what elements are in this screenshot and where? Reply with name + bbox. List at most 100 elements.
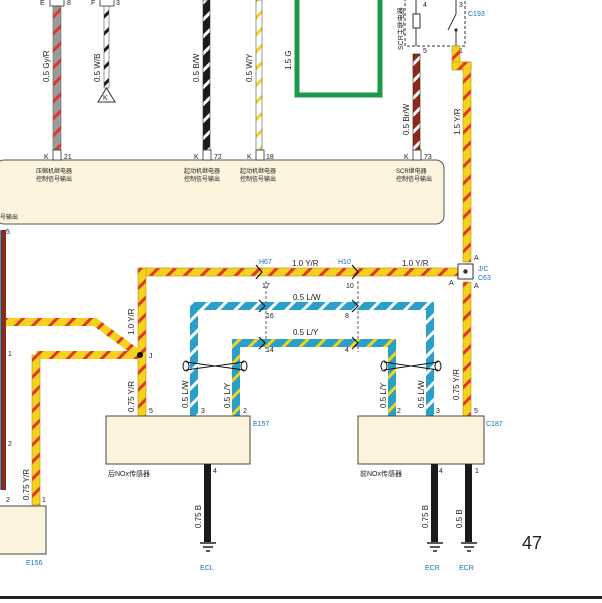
wire-b-w bbox=[202, 0, 211, 151]
twisted-pair-rear-icon bbox=[182, 360, 248, 372]
svg-text:K: K bbox=[247, 154, 252, 161]
ecu-out1-line2: 控制信号输出 bbox=[36, 175, 72, 183]
pin-box-e bbox=[49, 0, 65, 7]
ecu-left-output: 号输出 bbox=[0, 213, 18, 221]
front-sensor-name: 前NOx传感器 bbox=[360, 469, 402, 478]
wire-l-w-loop bbox=[190, 302, 434, 416]
svg-text:5: 5 bbox=[149, 408, 153, 415]
wire-label-y-r-075-left: 0.75 Y/R bbox=[22, 469, 31, 500]
wire-label-b-w: 0.5 B/W bbox=[192, 53, 201, 82]
pin-14-label: 14 bbox=[266, 347, 274, 354]
wire-label-w-b: 0.5 W/B bbox=[93, 54, 102, 82]
wire-label-y-r-10-a: 1.0 Y/R bbox=[292, 259, 319, 268]
svg-text:A: A bbox=[449, 280, 454, 287]
scr-relay-connector: C193 bbox=[468, 11, 485, 18]
ground-label-ecr-1: ECR bbox=[425, 565, 440, 572]
svg-text:K: K bbox=[194, 154, 199, 161]
svg-text:3: 3 bbox=[436, 408, 440, 415]
chevron-4 bbox=[351, 336, 359, 350]
splice-j-dot bbox=[137, 352, 143, 358]
wire-black-front-2 bbox=[465, 464, 472, 542]
rear-sensor-connector: E157 bbox=[253, 421, 269, 428]
ecu-out2-line1: 起动机继电器 bbox=[184, 167, 220, 175]
wire-label-y-r-10-c: 1.0 Y/R bbox=[127, 308, 136, 335]
wire-label-l-w: 0.5 L/W bbox=[293, 293, 321, 302]
ecu-out1-line1: 压缩机继电器 bbox=[36, 167, 72, 175]
ecu-pin-73: K 73 bbox=[404, 149, 432, 161]
svg-text:2: 2 bbox=[243, 408, 247, 415]
left-pin-5: 5 bbox=[6, 229, 10, 236]
wire-label-g: 1.5 G bbox=[284, 50, 293, 70]
wire-label-l-y-rear: 0.5 L/Y bbox=[223, 382, 232, 408]
front-sensor-connector: C187 bbox=[486, 421, 503, 428]
ground-icon bbox=[200, 542, 216, 552]
wire-br-w bbox=[412, 53, 421, 151]
wire-l-y-loop bbox=[232, 339, 396, 416]
wire-label-b-rear: 0.75 B bbox=[194, 505, 203, 528]
left-module-connector: E156 bbox=[26, 560, 42, 567]
svg-text:H10: H10 bbox=[338, 259, 351, 266]
ecu-out2-line2: 控制信号输出 bbox=[184, 175, 220, 183]
left-pin-2: 2 bbox=[8, 441, 12, 448]
svg-text:18: 18 bbox=[266, 154, 274, 161]
left-pin-1: 1 bbox=[8, 351, 12, 358]
svg-text:K: K bbox=[44, 154, 49, 161]
wire-black-rear bbox=[204, 464, 211, 542]
wire-label-l-y: 0.5 L/Y bbox=[293, 328, 319, 337]
ecu-pin-21: K 21 bbox=[44, 149, 72, 161]
svg-text:5: 5 bbox=[423, 48, 427, 55]
chevron-8 bbox=[351, 299, 359, 313]
ecu-pin-72: K 72 bbox=[194, 149, 222, 161]
wire-y-r-backbone bbox=[0, 45, 472, 506]
wire-label-l-w-front: 0.5 L/W bbox=[417, 380, 426, 408]
wire-green-loop bbox=[294, 0, 383, 98]
connector-h10: H10 10 bbox=[338, 259, 359, 352]
svg-text:4: 4 bbox=[439, 468, 443, 475]
svg-text:10: 10 bbox=[346, 283, 354, 290]
connector-h67: H67 17 bbox=[255, 259, 272, 352]
wire-left-red bbox=[0, 230, 6, 490]
rear-nox-sensor: 5 3 2 E157 后NOx传感器 4 bbox=[105, 408, 269, 478]
ecu-out3-line1: 起动机继电器 bbox=[240, 167, 276, 175]
wire-label-y-r-075-rear: 0.75 Y/R bbox=[127, 381, 136, 412]
k-triangle-icon bbox=[97, 87, 116, 103]
twisted-pair-front-icon bbox=[380, 360, 442, 372]
svg-text:2: 2 bbox=[397, 408, 401, 415]
wire-label-y-r-075-front: 0.75 Y/R bbox=[452, 369, 461, 400]
pin-e-label: E bbox=[40, 0, 45, 7]
pin-f3-label: 3 bbox=[116, 0, 120, 7]
chevron-14 bbox=[258, 336, 266, 350]
svg-text:73: 73 bbox=[424, 154, 432, 161]
svg-text:4: 4 bbox=[213, 468, 217, 475]
pin-f-label: F bbox=[91, 0, 95, 7]
wire-label-br-w: 0.5 Br/W bbox=[402, 103, 411, 135]
svg-text:J/C: J/C bbox=[478, 266, 489, 273]
svg-text:K: K bbox=[404, 154, 409, 161]
svg-text:4: 4 bbox=[423, 2, 427, 9]
ecu-panel bbox=[0, 159, 445, 225]
ground-label-ecr-2: ECR bbox=[459, 565, 474, 572]
rear-sensor-name: 后NOx传感器 bbox=[108, 469, 150, 478]
pin-8-label: 8 bbox=[345, 313, 349, 320]
svg-text:A: A bbox=[474, 255, 479, 262]
wire-label-gy-r: 0.5 Gy/R bbox=[42, 50, 51, 82]
pin-4-label: 4 bbox=[345, 347, 349, 354]
svg-text:2: 2 bbox=[6, 497, 10, 504]
svg-text:H67: H67 bbox=[259, 259, 272, 266]
wire-label-y-r-10-b: 1.0 Y/R bbox=[402, 259, 429, 268]
jc-c63-splice: A A A J/C C63 bbox=[449, 255, 491, 290]
page-number: 47 bbox=[522, 533, 542, 553]
ecu-out3-line2: 控制信号输出 bbox=[240, 175, 276, 183]
wire-label-b-front2: 0.5 B bbox=[455, 509, 464, 528]
wire-label-y-r-15: 1.5 Y/R bbox=[453, 108, 462, 135]
svg-text:1: 1 bbox=[42, 497, 46, 504]
pin-e8-label: 8 bbox=[67, 0, 71, 7]
ecu-pin-18: K 18 bbox=[247, 149, 274, 161]
svg-text:A: A bbox=[474, 283, 479, 290]
svg-text:5: 5 bbox=[474, 408, 478, 415]
svg-text:3: 3 bbox=[201, 408, 205, 415]
scr-relay: SCR主继电器 4 3 5 1 C193 bbox=[396, 0, 485, 55]
wire-w-b bbox=[103, 0, 110, 89]
svg-text:1: 1 bbox=[475, 468, 479, 475]
